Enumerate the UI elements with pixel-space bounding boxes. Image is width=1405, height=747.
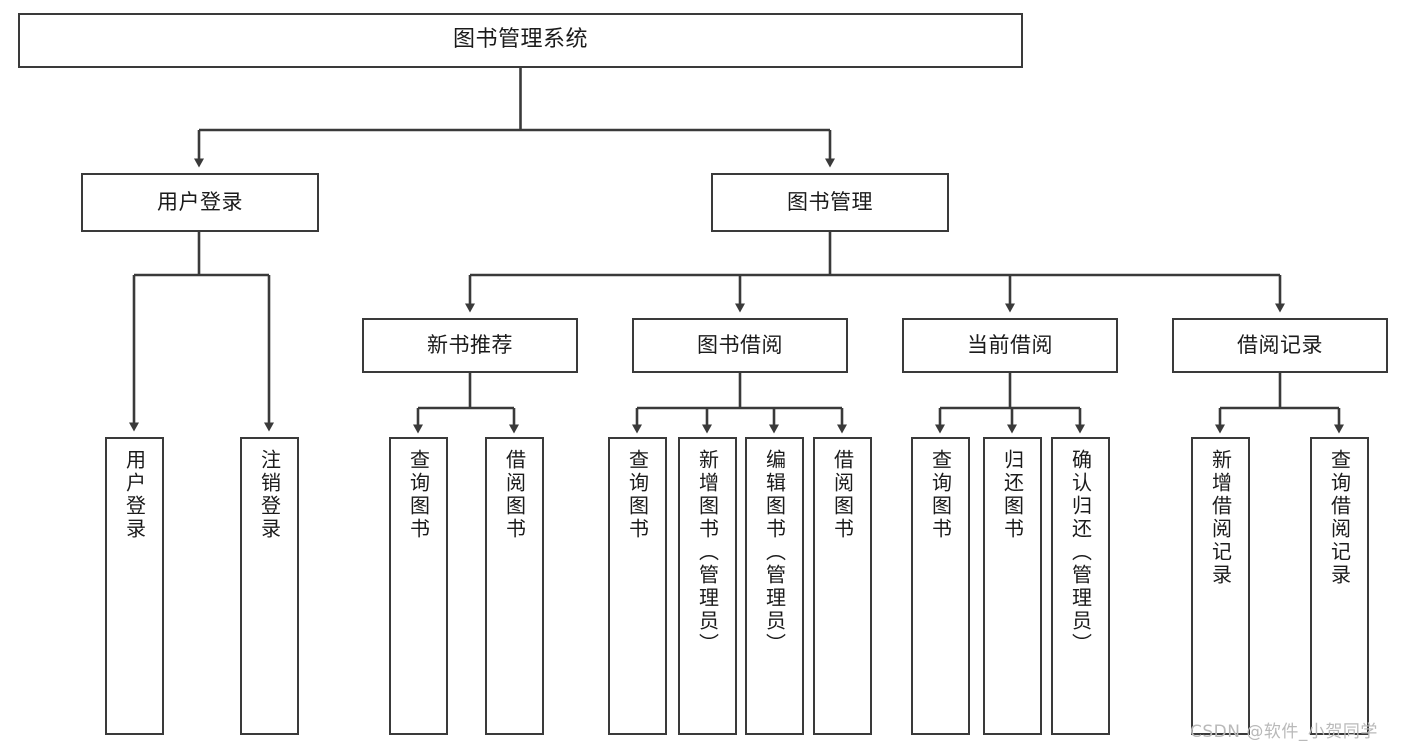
node-user-login-label: 用户登录 [157, 189, 243, 214]
node-book-borrow[interactable]: 图书借阅 [632, 318, 848, 373]
node-borrow-record-label: 借阅记录 [1237, 332, 1323, 357]
node-leaf-query-book-1-label: 查询图书 [406, 449, 431, 541]
node-leaf-confirm-return[interactable]: 确认归还（管理员） [1051, 437, 1110, 735]
node-root[interactable]: 图书管理系统 [18, 13, 1023, 68]
csdn-watermark: CSDN @软件_小贺同学 [1190, 722, 1378, 742]
node-book-manage-label: 图书管理 [787, 189, 873, 214]
node-book-manage[interactable]: 图书管理 [711, 173, 949, 232]
node-leaf-user-logout-label: 注销登录 [257, 449, 282, 541]
node-current-borrow-label: 当前借阅 [967, 332, 1053, 357]
node-leaf-user-logout[interactable]: 注销登录 [240, 437, 299, 735]
node-leaf-user-login-label: 用户登录 [122, 449, 147, 541]
node-root-label: 图书管理系统 [452, 27, 588, 53]
node-leaf-borrow-book-2[interactable]: 借阅图书 [813, 437, 872, 735]
node-leaf-query-book-1[interactable]: 查询图书 [389, 437, 448, 735]
node-leaf-borrow-book-1-label: 借阅图书 [502, 449, 527, 541]
node-new-book-recommend-label: 新书推荐 [427, 332, 513, 357]
node-leaf-borrow-book-2-label: 借阅图书 [830, 449, 855, 541]
node-leaf-add-record-label: 新增借阅记录 [1208, 449, 1233, 587]
node-leaf-edit-book[interactable]: 编辑图书（管理员） [745, 437, 804, 735]
node-leaf-add-book-label: 新增图书（管理员） [695, 449, 720, 656]
node-leaf-query-book-2[interactable]: 查询图书 [608, 437, 667, 735]
node-borrow-record[interactable]: 借阅记录 [1172, 318, 1388, 373]
node-leaf-borrow-book-1[interactable]: 借阅图书 [485, 437, 544, 735]
node-new-book-recommend[interactable]: 新书推荐 [362, 318, 578, 373]
node-leaf-query-book-2-label: 查询图书 [625, 449, 650, 541]
node-leaf-query-record-label: 查询借阅记录 [1327, 449, 1352, 587]
node-book-borrow-label: 图书借阅 [697, 332, 783, 357]
node-leaf-add-book[interactable]: 新增图书（管理员） [678, 437, 737, 735]
node-leaf-user-login[interactable]: 用户登录 [105, 437, 164, 735]
node-leaf-confirm-return-label: 确认归还（管理员） [1068, 449, 1093, 656]
node-leaf-query-record[interactable]: 查询借阅记录 [1310, 437, 1369, 735]
node-leaf-query-book-3-label: 查询图书 [928, 449, 953, 541]
node-leaf-add-record[interactable]: 新增借阅记录 [1191, 437, 1250, 735]
node-user-login[interactable]: 用户登录 [81, 173, 319, 232]
node-leaf-query-book-3[interactable]: 查询图书 [911, 437, 970, 735]
node-current-borrow[interactable]: 当前借阅 [902, 318, 1118, 373]
node-leaf-return-book-label: 归还图书 [1000, 449, 1025, 541]
node-leaf-return-book[interactable]: 归还图书 [983, 437, 1042, 735]
node-leaf-edit-book-label: 编辑图书（管理员） [762, 449, 787, 656]
